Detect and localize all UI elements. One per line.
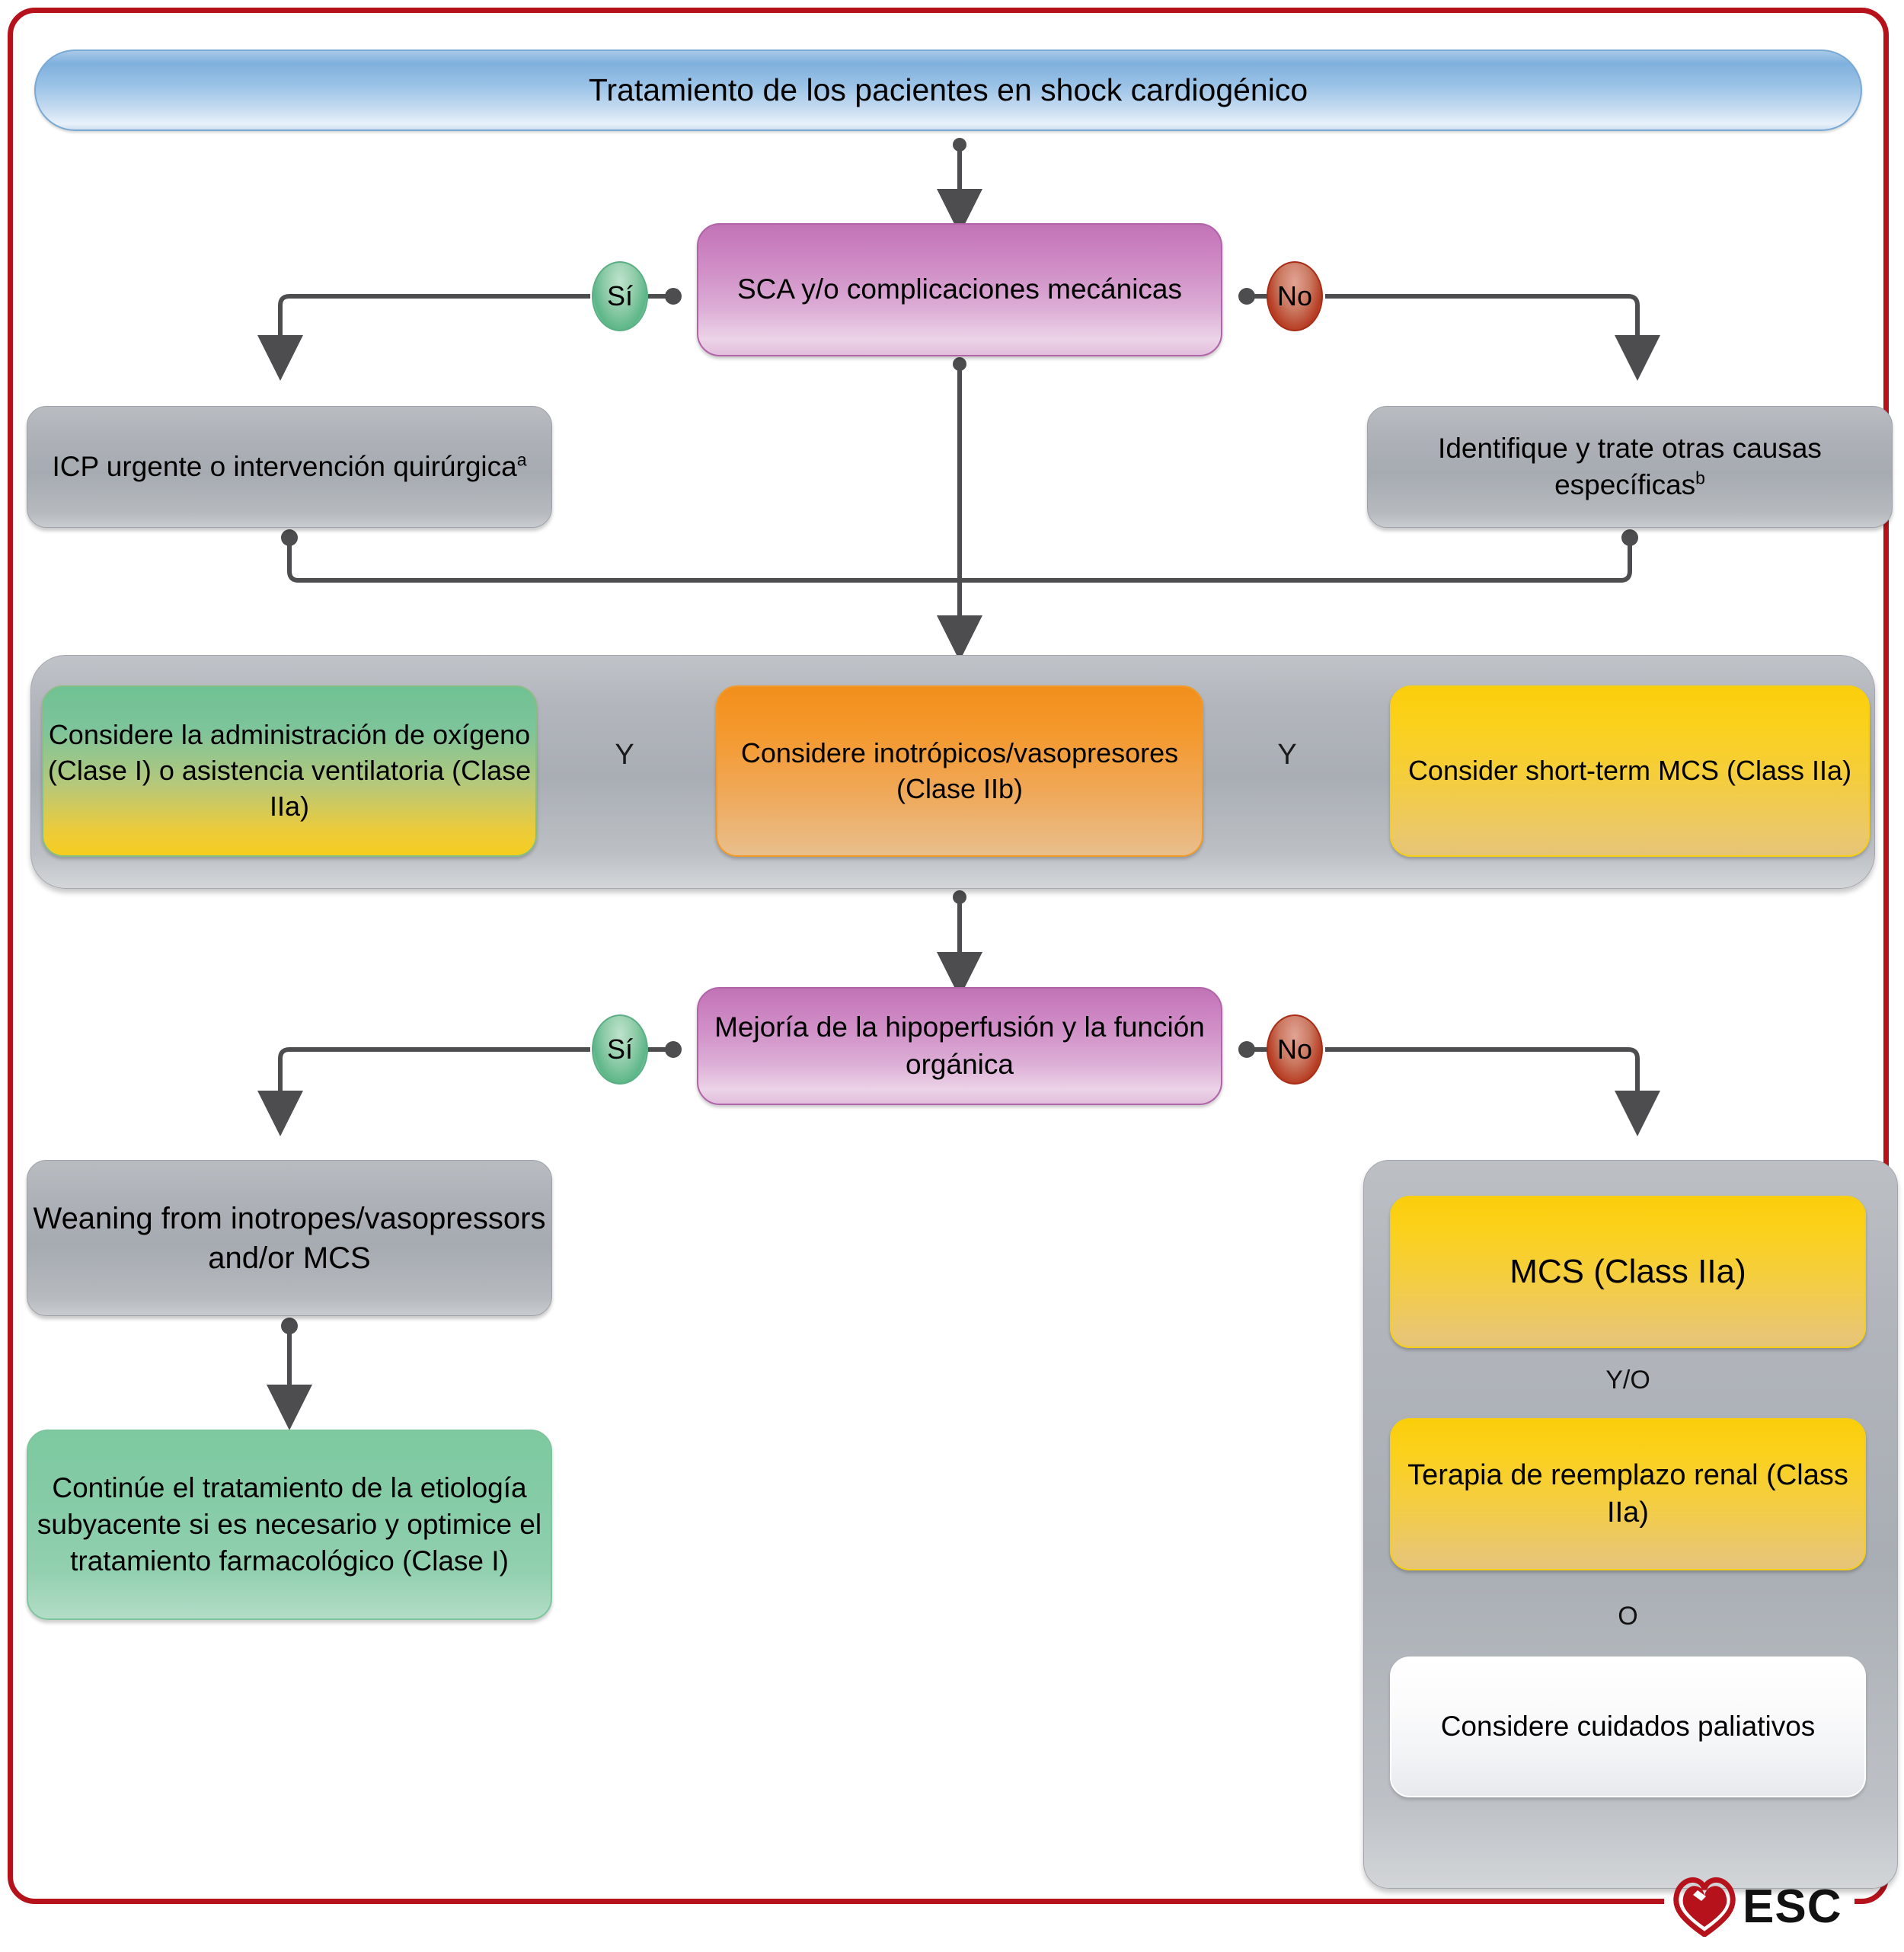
branch-badge-yes-mejoria: Sí bbox=[592, 1014, 648, 1085]
stack-palliative-care-box: Considere cuidados paliativos bbox=[1390, 1656, 1866, 1797]
branch-badge-no-sca: No bbox=[1267, 261, 1323, 331]
esc-logo-text: ESC bbox=[1743, 1880, 1842, 1933]
therapy-connector-and-2: Y bbox=[1277, 739, 1297, 771]
box-icp-urgent: ICP urgente o intervención quirúrgicaa bbox=[27, 406, 552, 528]
heart-icon bbox=[1673, 1877, 1736, 1937]
esc-logo: ESC bbox=[1672, 1874, 1852, 1939]
box-continue-treatment: Continúe el tratamiento de la etiología … bbox=[27, 1430, 552, 1620]
stack-mcs-box: MCS (Class IIa) bbox=[1390, 1196, 1866, 1348]
stack-mcs-label: MCS (Class IIa) bbox=[1509, 1253, 1746, 1291]
therapy-short-term-mcs-label: Consider short-term MCS (Class IIa) bbox=[1407, 755, 1852, 787]
box-other-causes-label: Identifique y trate otras causas específ… bbox=[1368, 430, 1892, 503]
box-icp-text: ICP urgente o intervención quirúrgica bbox=[52, 450, 517, 482]
therapy-oxygen-label: Considere la administración de oxígeno (… bbox=[47, 719, 532, 822]
branch-label-no: No bbox=[1276, 1034, 1313, 1065]
therapy-oxygen-box: Considere la administración de oxígeno (… bbox=[42, 685, 537, 857]
branch-label-yes: Sí bbox=[606, 1034, 633, 1065]
branch-label-yes: Sí bbox=[606, 280, 633, 311]
therapy-short-term-mcs-box: Consider short-term MCS (Class IIa) bbox=[1390, 685, 1870, 857]
decision-mejoria-label: Mejoría de la hipoperfusión y la función… bbox=[714, 1011, 1205, 1080]
stack-renal-replacement-label: Terapia de reemplazo renal (Class IIa) bbox=[1407, 1458, 1848, 1529]
decision-sca: SCA y/o complicaciones mecánicas bbox=[697, 223, 1222, 356]
therapy-connector-and-1: Y bbox=[615, 739, 634, 771]
stack-palliative-care-label: Considere cuidados paliativos bbox=[1440, 1711, 1816, 1743]
branch-badge-yes-sca: Sí bbox=[592, 261, 648, 331]
decision-mejoria: Mejoría de la hipoperfusión y la función… bbox=[697, 987, 1222, 1105]
therapy-inotropes-label: Considere inotrópicos/vasopresores (Clas… bbox=[740, 736, 1179, 804]
box-continue-treatment-label: Continúe el tratamiento de la etiología … bbox=[37, 1471, 542, 1577]
box-other-causes-text: Identifique y trate otras causas específ… bbox=[1438, 432, 1822, 500]
box-weaning: Weaning from inotropes/vasopressors and/… bbox=[27, 1160, 552, 1316]
box-other-causes-footnote: b bbox=[1695, 468, 1705, 488]
stack-connector-or: O bbox=[1618, 1602, 1638, 1631]
stack-connector-and-or: Y/O bbox=[1605, 1366, 1650, 1395]
branch-label-no: No bbox=[1276, 280, 1313, 311]
page-title-banner: Tratamiento de los pacientes en shock ca… bbox=[34, 50, 1862, 131]
box-icp-label: ICP urgente o intervención quirúrgicaa bbox=[53, 449, 527, 485]
therapy-inotropes-box: Considere inotrópicos/vasopresores (Clas… bbox=[716, 685, 1203, 857]
page-title: Tratamiento de los pacientes en shock ca… bbox=[588, 72, 1308, 107]
box-weaning-label: Weaning from inotropes/vasopressors and/… bbox=[33, 1201, 546, 1275]
box-other-causes: Identifique y trate otras causas específ… bbox=[1367, 406, 1893, 528]
branch-badge-no-mejoria: No bbox=[1267, 1014, 1323, 1085]
stack-renal-replacement-box: Terapia de reemplazo renal (Class IIa) bbox=[1390, 1418, 1866, 1570]
box-icp-footnote: a bbox=[516, 449, 527, 470]
decision-sca-label: SCA y/o complicaciones mecánicas bbox=[736, 273, 1183, 305]
